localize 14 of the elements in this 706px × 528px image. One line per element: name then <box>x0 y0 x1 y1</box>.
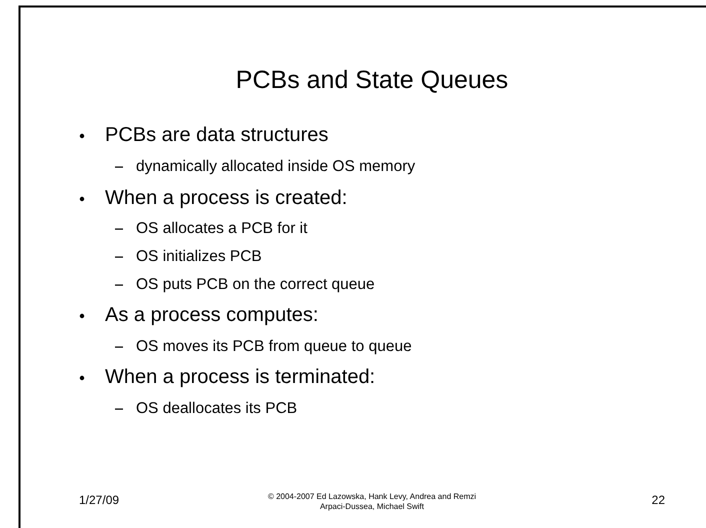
sub-bullet-text: OS deallocates its PCB <box>136 400 298 418</box>
bullet-text: When a process is terminated: <box>105 366 376 389</box>
bullet-text: As a process computes: <box>105 304 318 327</box>
sub-bullet-text: OS puts PCB on the correct queue <box>136 276 375 294</box>
sub-bullet-text: OS moves its PCB from queue to queue <box>136 338 412 356</box>
slide-title: PCBs and State Queues <box>234 66 510 95</box>
sub-bullet-text: OS initializes PCB <box>136 248 262 266</box>
bullet-text: When a process is created: <box>105 187 348 210</box>
page-number: 22 <box>652 494 665 508</box>
footer-date: 1/27/09 <box>79 494 120 508</box>
sub-bullet-text: dynamically allocated inside OS memory <box>136 158 416 176</box>
sub-bullet-text: OS allocates a PCB for it <box>136 220 308 238</box>
copyright-notice: © 2004-2007 Ed Lazowska, Hank Levy, Andrea and Remzi Arpaci-Dussea, Michael Swift <box>266 492 478 512</box>
bullet-text: PCBs are data structures <box>105 124 328 147</box>
